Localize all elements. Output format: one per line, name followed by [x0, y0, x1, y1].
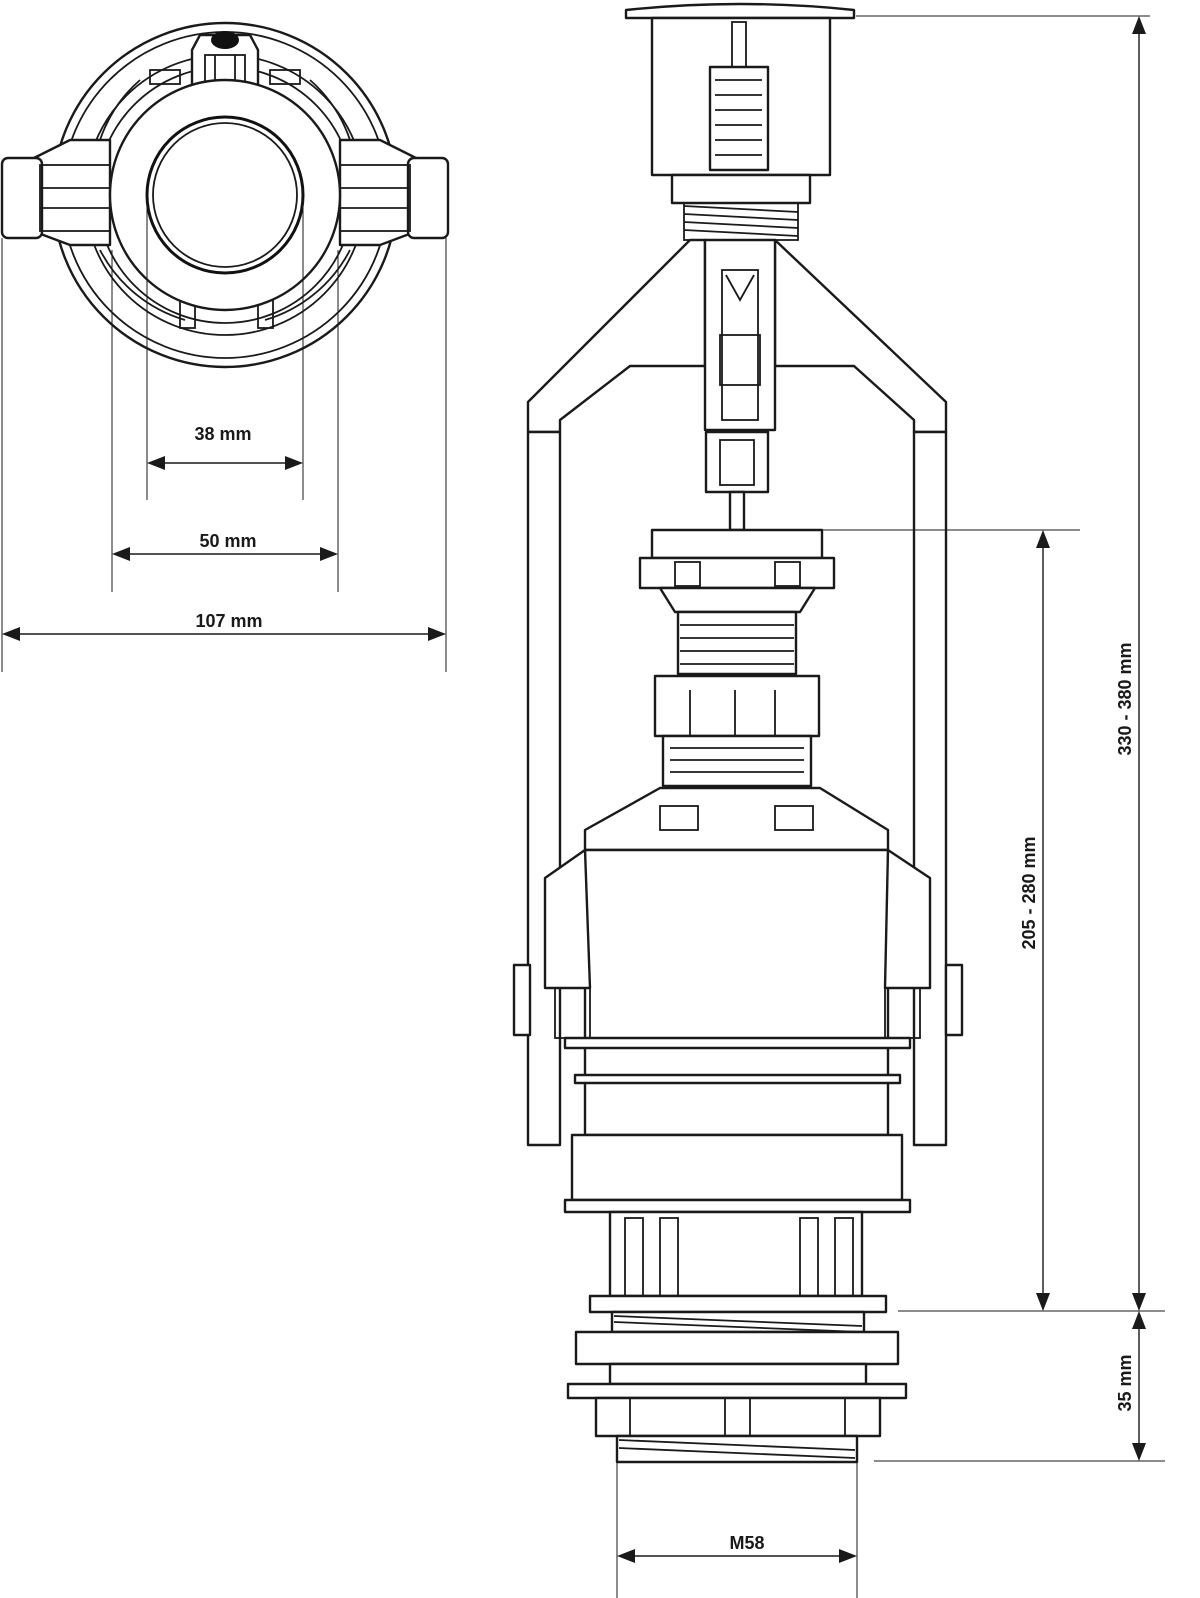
- lower-cage: [608, 1210, 864, 1298]
- bottom-nut: [594, 1396, 882, 1438]
- lock-nut: [574, 1330, 900, 1366]
- float-cap: [650, 528, 824, 560]
- dim-38: 38 mm: [194, 424, 251, 444]
- dim-m58: M58: [729, 1533, 764, 1553]
- outlet-opening: [145, 115, 305, 275]
- dim-330-380: 330 - 380 mm: [1115, 642, 1135, 755]
- frame-right-arm: [773, 238, 948, 434]
- dim-107: 107 mm: [195, 611, 262, 631]
- side-view: 330 - 380 mm 205 - 280 mm 35 mm M58: [512, 2, 1165, 1598]
- dim-35: 35 mm: [1115, 1354, 1135, 1411]
- top-view: 38 mm 50 mm 107 mm: [0, 21, 450, 672]
- adjust-nut: [653, 674, 821, 738]
- frame-left-arm: [526, 238, 707, 434]
- dim-205-280: 205 - 280 mm: [1019, 836, 1039, 949]
- push-button-cap: [624, 2, 856, 20]
- dim-50: 50 mm: [199, 531, 256, 551]
- body-shoulder: [583, 786, 890, 852]
- main-body: [583, 848, 890, 1137]
- body-skirt: [570, 1133, 904, 1202]
